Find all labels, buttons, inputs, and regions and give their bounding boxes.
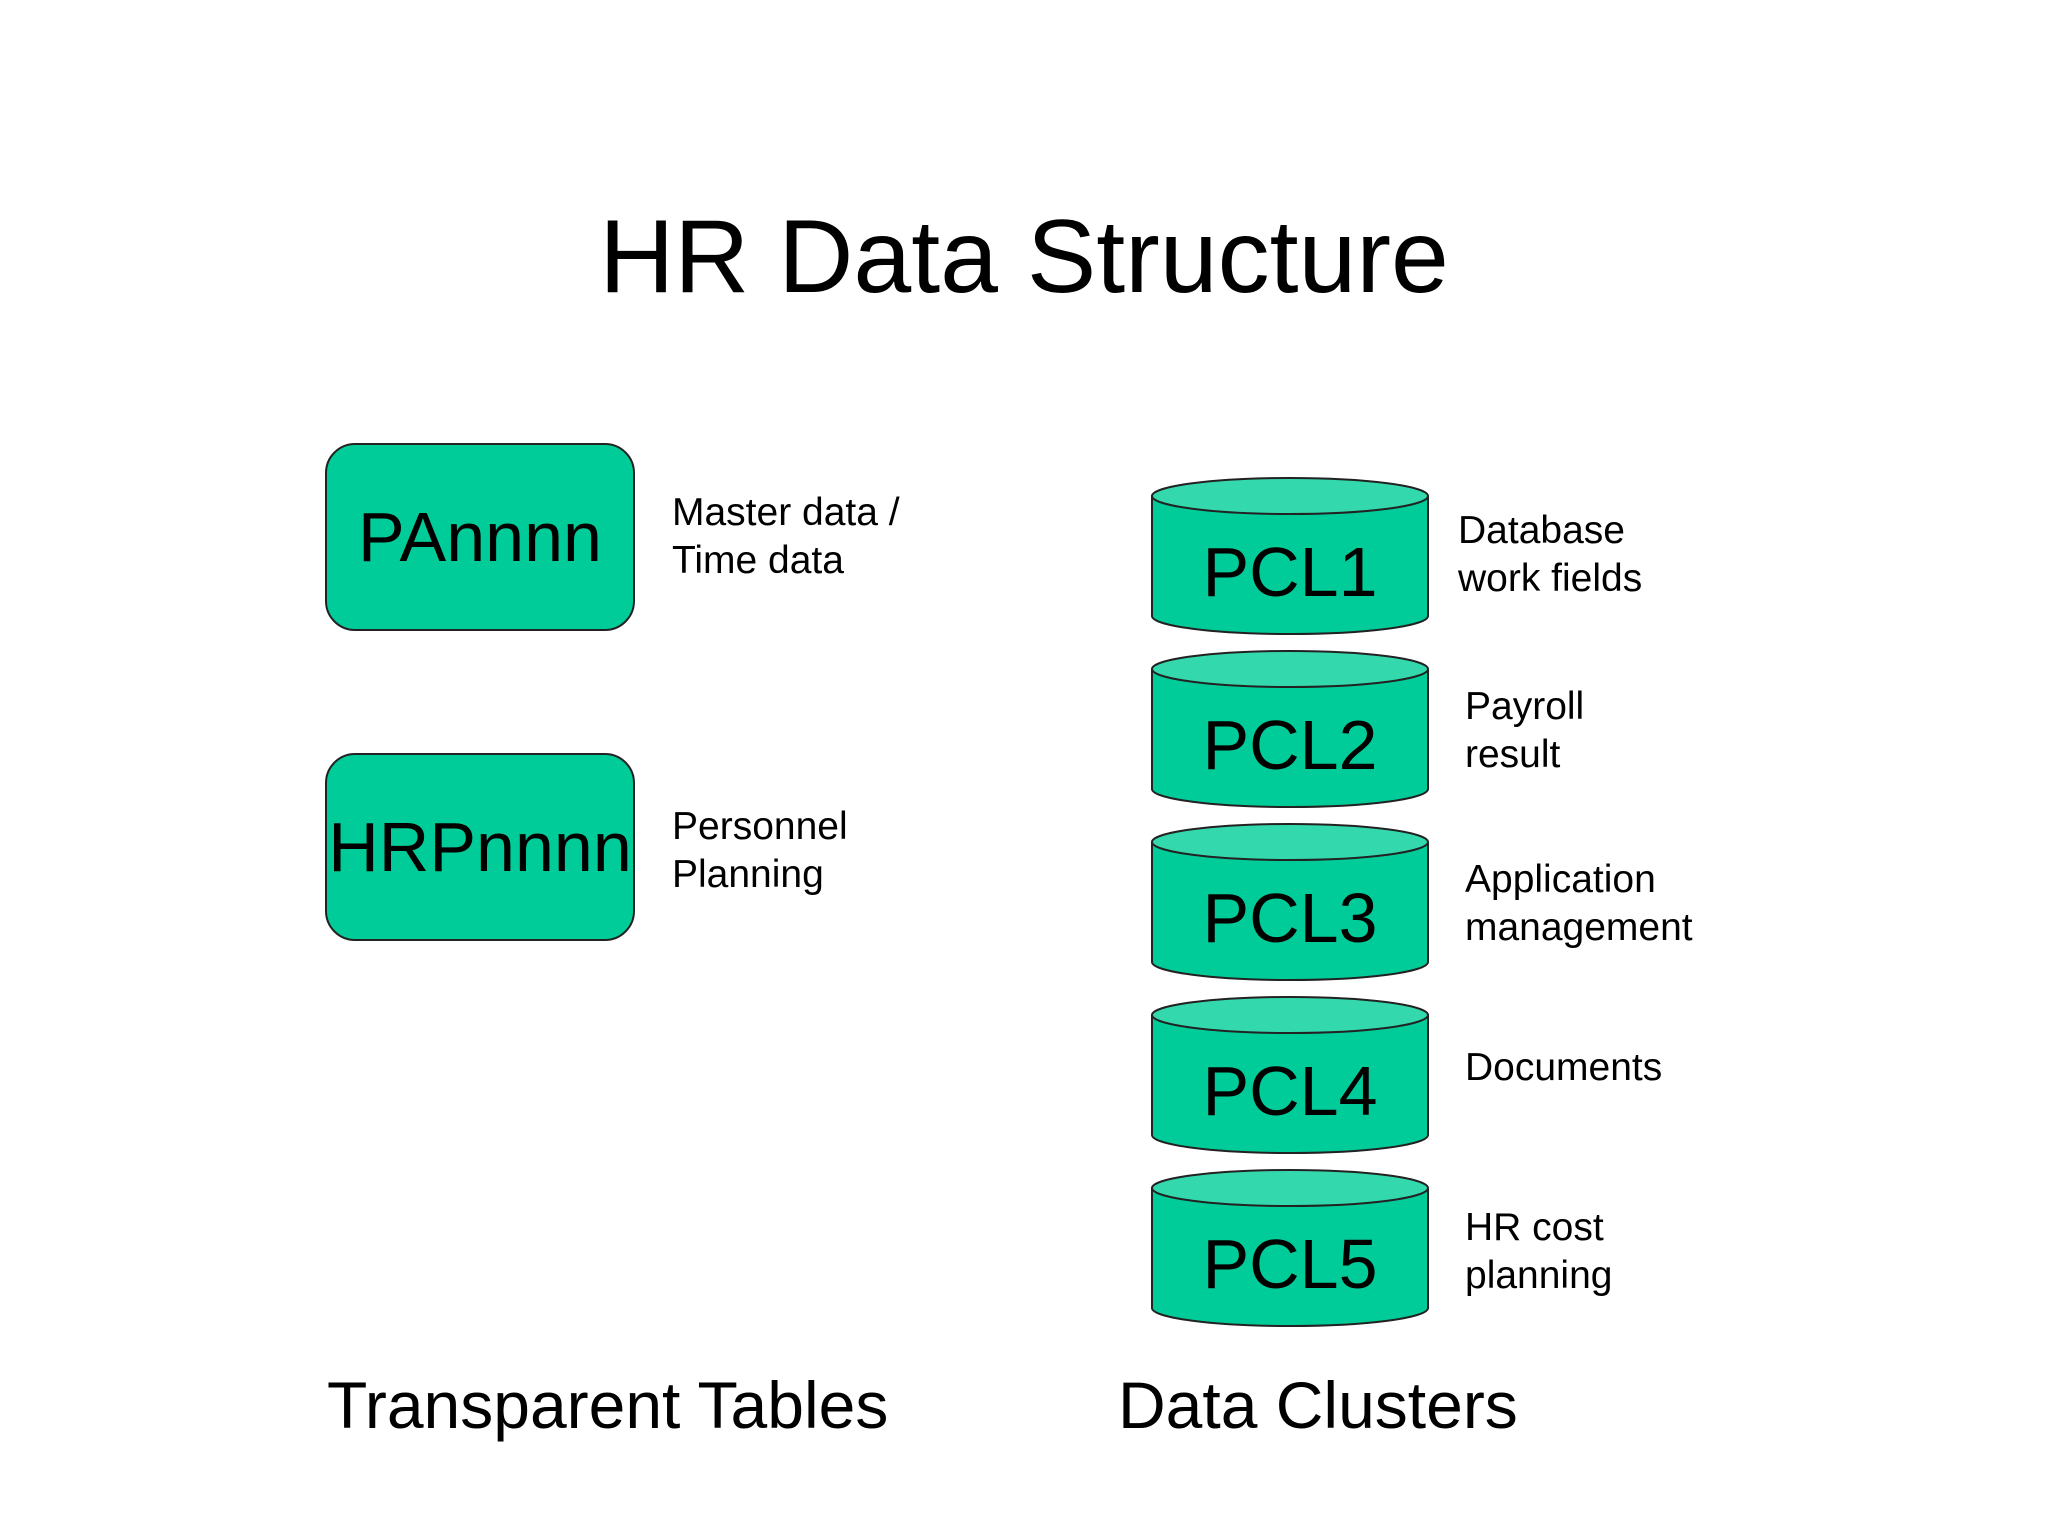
cluster-cylinder-pcl5: PCL5	[1150, 1168, 1430, 1328]
table-label: HRPnnnn	[328, 808, 632, 886]
cluster-cylinder-pcl2: PCL2	[1150, 649, 1430, 809]
cylinder-shape	[1151, 823, 1429, 981]
cluster-cylinder-pcl3: PCL3	[1150, 822, 1430, 982]
transparent-tables-caption: Transparent Tables	[327, 1368, 889, 1442]
table-description-pannnn: Master data / Time data	[672, 489, 900, 585]
description-line: result	[1465, 733, 1561, 776]
cluster-description-pcl3: Application management	[1465, 856, 1693, 952]
cluster-label: PCL5	[1202, 1225, 1378, 1303]
cluster-label: PCL1	[1202, 533, 1378, 611]
description-line: work fields	[1458, 557, 1643, 600]
description-line: Database	[1458, 509, 1625, 552]
slide-title: HR Data Structure	[599, 199, 1449, 315]
cluster-cylinder-pcl4: PCL4	[1150, 995, 1430, 1155]
cluster-description-pcl4: Documents	[1465, 1044, 1662, 1092]
cluster-cylinder-pcl1: PCL1	[1150, 476, 1430, 636]
description-line: planning	[1465, 1254, 1613, 1297]
cluster-description-pcl1: Database work fields	[1458, 507, 1642, 603]
description-line: Personnel	[672, 805, 848, 848]
description-line: Planning	[672, 853, 824, 896]
description-line: Payroll	[1465, 685, 1585, 728]
description-line: management	[1465, 906, 1693, 949]
cylinder-shape	[1151, 650, 1429, 808]
data-clusters-caption: Data Clusters	[1118, 1368, 1518, 1442]
cylinder-shape	[1151, 996, 1429, 1154]
description-line: Documents	[1465, 1046, 1663, 1089]
cluster-label: PCL4	[1202, 1052, 1378, 1130]
table-label: PAnnnn	[358, 498, 602, 576]
table-description-hrpnnnn: Personnel Planning	[672, 803, 848, 899]
description-line: Application	[1465, 858, 1656, 901]
table-box-pannnn: PAnnnn	[325, 443, 635, 631]
description-line: Master data /	[672, 491, 900, 534]
cylinder-shape	[1151, 477, 1429, 635]
table-box-hrpnnnn: HRPnnnn	[325, 753, 635, 941]
description-line: Time data	[672, 539, 844, 582]
cluster-label: PCL2	[1202, 706, 1378, 784]
cluster-description-pcl5: HR cost planning	[1465, 1204, 1612, 1300]
cylinder-shape	[1151, 1169, 1429, 1327]
cluster-label: PCL3	[1202, 879, 1378, 957]
cluster-description-pcl2: Payroll result	[1465, 683, 1584, 779]
description-line: HR cost	[1465, 1206, 1604, 1249]
